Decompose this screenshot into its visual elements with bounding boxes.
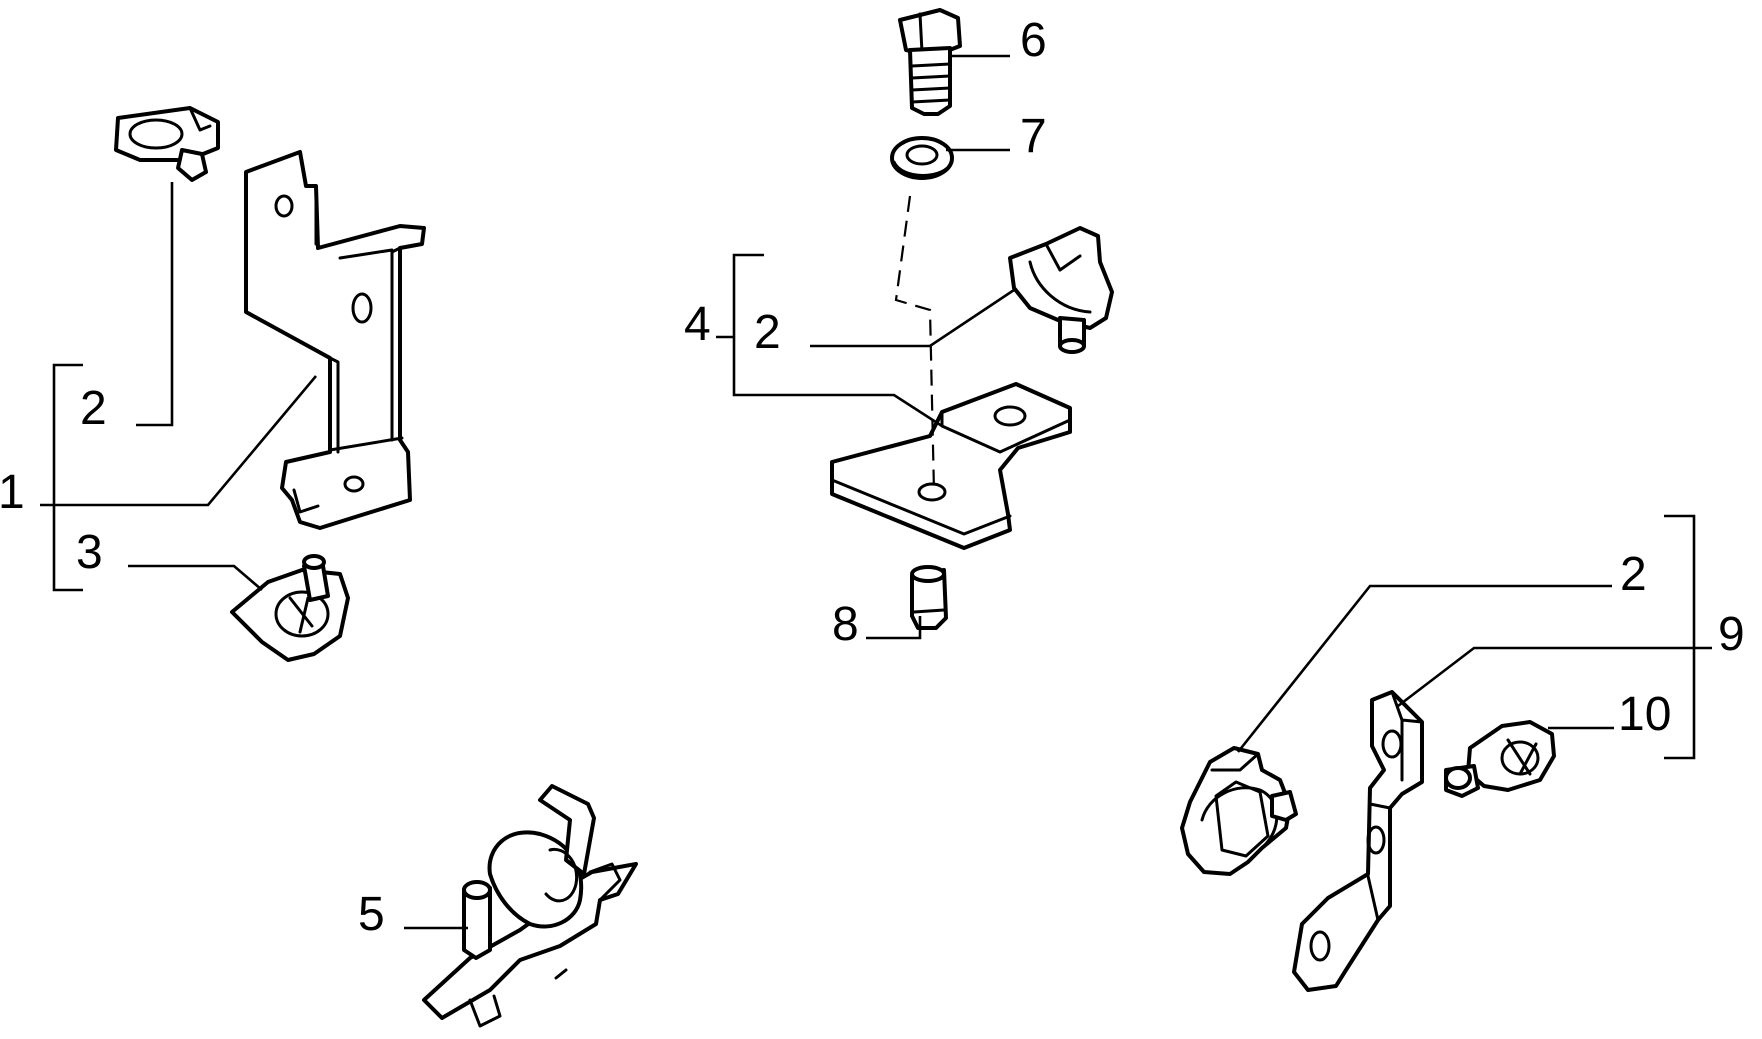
clamp-right — [1180, 746, 1298, 876]
callout-2-right: 2 — [1620, 548, 1647, 601]
callout-8: 8 — [832, 598, 859, 651]
leader-3 — [128, 564, 263, 591]
washer — [890, 136, 954, 180]
leader-8 — [866, 616, 922, 640]
leader-1 — [40, 375, 317, 507]
callout-6: 6 — [1020, 14, 1047, 67]
callout-4: 4 — [684, 298, 711, 351]
clamp-far-right — [1444, 720, 1556, 798]
bolt — [898, 8, 962, 116]
leader-2-right — [1236, 584, 1612, 753]
callout-1: 1 — [0, 466, 25, 519]
mounting-plate-mid — [830, 382, 1072, 550]
callout-2-left: 2 — [80, 382, 107, 435]
clamp-top-left — [114, 106, 220, 182]
assembly-axis — [894, 195, 936, 493]
callout-9: 9 — [1718, 608, 1745, 661]
group-bracket-1 — [52, 363, 83, 592]
group-bracket-9 — [1664, 514, 1696, 760]
clamp-lower-left — [230, 554, 350, 662]
callout-2-mid: 2 — [754, 306, 781, 359]
spacer-nut — [910, 565, 948, 630]
callout-3: 3 — [76, 526, 103, 579]
zbracket-right — [1292, 690, 1424, 992]
main-bracket-left — [244, 150, 426, 530]
group-bracket-4 — [732, 253, 943, 428]
leader-2-mid — [810, 288, 1015, 348]
leader-9 — [1397, 646, 1694, 708]
leader-2-left — [136, 182, 174, 427]
callout-5: 5 — [358, 888, 385, 941]
clamp-mid — [1008, 226, 1114, 354]
callout-7: 7 — [1020, 110, 1047, 163]
clip-5 — [422, 784, 638, 1028]
callout-10: 10 — [1618, 688, 1671, 741]
